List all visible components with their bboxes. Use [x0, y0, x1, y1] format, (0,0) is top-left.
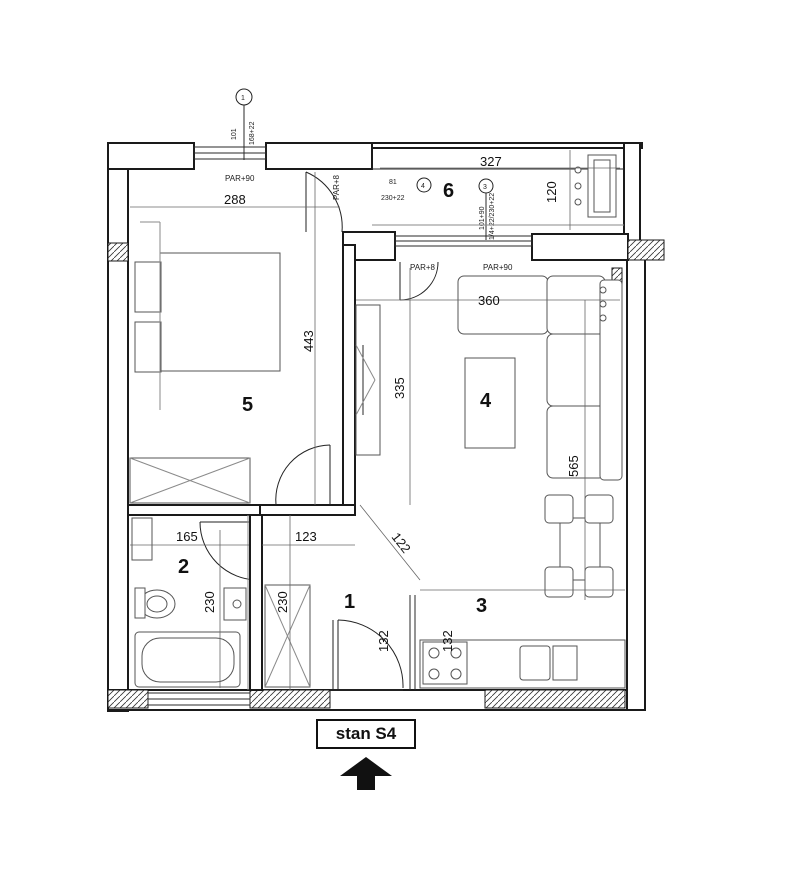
up-arrow-icon: [340, 757, 392, 790]
dimension-132-kitchen: 132: [440, 630, 455, 652]
hall-furniture: [249, 514, 355, 691]
brick-hatch: [107, 239, 665, 709]
dimension-122: 122: [389, 530, 414, 556]
dimension-443: 443: [301, 330, 316, 352]
doors: [199, 171, 439, 690]
room-number-2: 2: [178, 556, 189, 578]
door-label-par8-b: PAR+8: [410, 263, 436, 272]
window-3-number: 3: [483, 184, 487, 191]
window-tag-4: 4 81 230+22: [381, 177, 432, 202]
window-3-code: 101+90: [479, 206, 486, 230]
dimension-132-hall: 132: [376, 630, 391, 652]
unit-label: stan S4: [316, 719, 416, 749]
window-4-number: 4: [421, 183, 425, 190]
bedroom-furniture: [129, 172, 340, 505]
door-label-par90-top: PAR+90: [225, 174, 255, 183]
dimension-288: 288: [224, 192, 246, 207]
window-3-size: 1/4+22/230+22: [489, 193, 496, 240]
balcony-furniture: [372, 150, 624, 230]
dimension-327: 327: [480, 154, 502, 169]
living-furniture: [355, 268, 623, 600]
window-tag-1: 1 101 168+22: [231, 88, 256, 160]
dimension-120: 120: [544, 181, 559, 203]
dimension-565: 565: [566, 455, 581, 477]
bathroom-furniture: [130, 515, 255, 690]
dimension-123: 123: [295, 529, 317, 544]
window-4-size: 230+22: [381, 195, 405, 202]
dimension-165: 165: [176, 529, 198, 544]
room-number-3: 3: [476, 595, 487, 617]
dimension-230-bath: 230: [202, 591, 217, 613]
window-1-code: 101: [231, 128, 238, 140]
room-number-1: 1: [344, 591, 355, 613]
kitchen-furniture: [409, 589, 626, 690]
door-label-par8-a: PAR+8: [332, 174, 341, 200]
window-4-code: 81: [389, 179, 397, 186]
room-number-4: 4: [480, 390, 492, 412]
window-tag-3: 3 101+90 1/4+22/230+22: [478, 178, 496, 240]
window-1-size: 168+22: [249, 121, 256, 145]
dimension-335: 335: [392, 377, 407, 399]
dimension-360: 360: [478, 293, 500, 308]
door-label-par90-mid: PAR+90: [483, 263, 513, 272]
window-1-number: 1: [241, 95, 245, 102]
room-number-6: 6: [443, 180, 454, 202]
dimension-230-hall: 230: [275, 591, 290, 613]
room-number-5: 5: [242, 394, 253, 416]
windows: [147, 146, 533, 706]
